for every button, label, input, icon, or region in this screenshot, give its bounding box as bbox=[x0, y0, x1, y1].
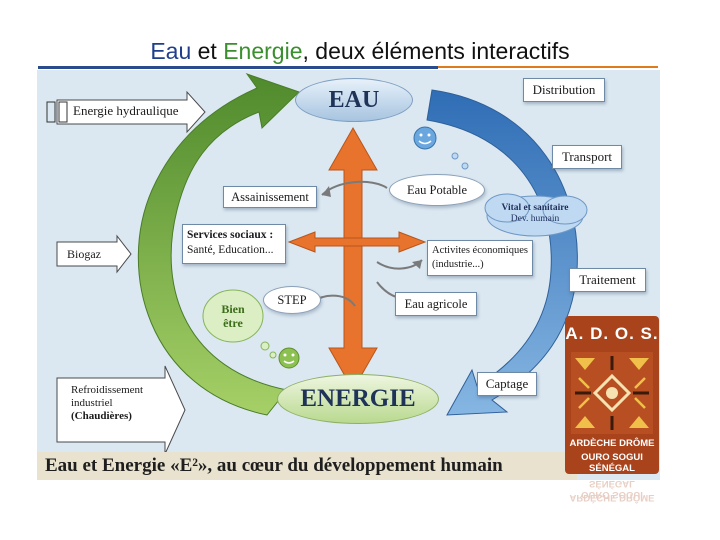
ados-reflection-line-1: ARDÈCHE DRÔME bbox=[569, 492, 655, 503]
slide-title: Eau et Energie, deux éléments interactif… bbox=[0, 38, 720, 65]
diagram-panel: EAU ENERGIE Energie hydraulique Biogaz R… bbox=[37, 70, 660, 480]
node-step: STEP bbox=[263, 286, 321, 314]
box-services-sociaux: Services sociaux : Santé, Education... bbox=[182, 224, 286, 264]
cloud-vital-line-1: Vital et sanitaire bbox=[501, 203, 569, 213]
cloud-bien-etre-shape bbox=[202, 289, 264, 343]
horizontal-double-arrow bbox=[287, 231, 427, 253]
refroidissement-line-2: industriel bbox=[71, 397, 113, 409]
bracket-mark-top bbox=[46, 101, 56, 123]
services-sociaux-line-2: Santé, Education... bbox=[187, 244, 274, 256]
box-eau-agricole: Eau agricole bbox=[395, 292, 477, 316]
curved-arrow-activites-head bbox=[412, 260, 422, 269]
box-activites-economiques: Activites économiques (industrie...) bbox=[427, 240, 533, 276]
activites-line-2: (industrie...) bbox=[432, 259, 484, 270]
smiley-icon-eau bbox=[413, 126, 437, 150]
box-transport: Transport bbox=[552, 145, 622, 169]
cloud-vital-text: Vital et sanitaire Dev. humain bbox=[489, 203, 581, 225]
box-distribution: Distribution bbox=[523, 78, 605, 102]
title-underline-orange bbox=[438, 66, 658, 68]
energie-label: ENERGIE bbox=[277, 374, 439, 424]
title-rest: , deux éléments interactifs bbox=[302, 38, 570, 64]
curved-arrow-assainissement-head bbox=[322, 186, 331, 197]
cloud-bien-etre-text: Bien être bbox=[207, 302, 259, 330]
ados-logo-line-2: OURO SOGUI SÉNÉGAL bbox=[581, 452, 643, 474]
green-cycle-arrow bbox=[137, 73, 300, 416]
title-word-et: et bbox=[191, 38, 224, 64]
eau-label: EAU bbox=[295, 78, 413, 122]
cycle-graphic bbox=[46, 73, 588, 455]
bien-etre-line-2: être bbox=[223, 316, 243, 330]
diagram-footer: Eau et Energie «E²», au cœur du développ… bbox=[37, 452, 577, 480]
arrow-biogaz bbox=[56, 234, 132, 274]
title-word-energie: Energie bbox=[223, 38, 303, 64]
ados-logo-reflection: OURO SOGUI SÉNÉGAL ARDÈCHE DRÔME bbox=[565, 476, 659, 516]
refroidissement-line-3: (Chaudières) bbox=[71, 410, 132, 422]
box-assainissement: Assainissement bbox=[223, 186, 317, 208]
box-traitement: Traitement bbox=[569, 268, 646, 292]
ados-logo-title: A. D. O. S. bbox=[565, 324, 659, 343]
title-word-eau: Eau bbox=[150, 38, 192, 64]
vertical-double-arrow bbox=[328, 126, 378, 392]
box-captage: Captage bbox=[477, 372, 537, 396]
arrow-energie-hydraulique bbox=[56, 90, 206, 134]
ados-logo-line-1: ARDÈCHE DRÔME bbox=[569, 438, 655, 449]
bracket-mark-top-2 bbox=[58, 101, 68, 123]
label-refroidissement: Refroidissement industriel (Chaudières) bbox=[71, 384, 143, 423]
label-biogaz: Biogaz bbox=[67, 247, 101, 261]
activites-line-1: Activites économiques bbox=[432, 245, 528, 256]
arrow-refroidissement bbox=[56, 365, 186, 455]
ados-pattern-icon bbox=[571, 352, 653, 434]
smiley-icon-energie bbox=[278, 347, 300, 369]
title-underline-blue bbox=[38, 66, 438, 69]
node-eau-potable: Eau Potable bbox=[389, 174, 485, 206]
cloud-vital-line-2: Dev. humain bbox=[510, 214, 560, 224]
label-energie-hydraulique: Energie hydraulique bbox=[73, 103, 179, 118]
bien-etre-line-1: Bien bbox=[221, 302, 245, 316]
refroidissement-line-1: Refroidissement bbox=[71, 384, 144, 396]
services-sociaux-line-1: Services sociaux : bbox=[187, 229, 274, 241]
ados-logo: A. D. O. S. ARDÈCHE DRÔME OURO SOGUI SÉN… bbox=[565, 316, 659, 474]
